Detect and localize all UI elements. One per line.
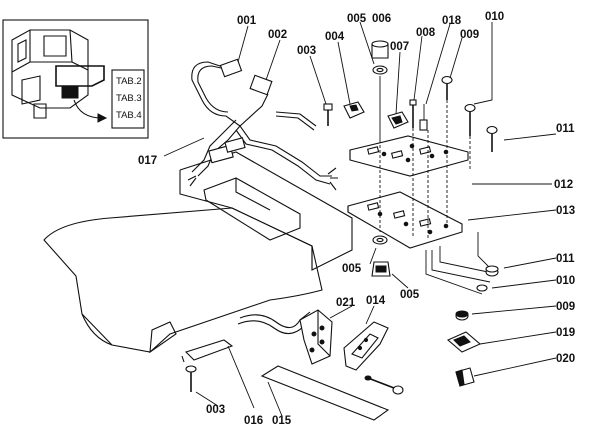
screw-009-top <box>441 75 453 100</box>
callout-004: 004 <box>325 31 345 43</box>
callout-003-top: 003 <box>297 45 316 57</box>
switch-components <box>323 40 498 152</box>
screw-008 <box>409 99 417 128</box>
assembly-guides <box>379 100 493 295</box>
tab-ref-2: TAB.2 <box>116 76 142 87</box>
tab-ref-3: TAB.3 <box>116 93 142 104</box>
callout-008: 008 <box>416 27 436 39</box>
screw-003-top <box>323 103 333 126</box>
handle-014 <box>343 321 389 371</box>
wiring-harness <box>187 58 338 191</box>
seat-console-body <box>43 151 353 354</box>
knob-cap-006 <box>371 40 389 59</box>
callout-011-top: 011 <box>556 123 575 135</box>
panel-012 <box>349 135 469 177</box>
callout-013: 013 <box>556 205 575 217</box>
callout-009-top: 009 <box>460 29 479 41</box>
switch-007 <box>387 111 409 129</box>
callout-001: 001 <box>237 15 257 27</box>
mat-015 <box>260 365 390 421</box>
stud-018 <box>419 104 428 131</box>
callout-015: 015 <box>272 415 292 427</box>
handle-assembly <box>237 309 404 395</box>
knob-005-bottom <box>371 261 391 277</box>
callout-labels: 001 002 003 004 005 006 007 008 018 009 … <box>138 11 575 427</box>
callout-010-top: 010 <box>485 11 504 23</box>
hinge-bracket-021 <box>299 309 333 365</box>
callout-005-top: 005 <box>347 13 367 25</box>
tab-list-box <box>111 69 145 129</box>
inset-machine-overview: TAB.2 TAB.3 TAB.4 <box>2 19 149 139</box>
harness-connector-a <box>219 58 243 78</box>
bolt-003-bottom <box>185 365 197 392</box>
callout-012: 012 <box>554 179 573 191</box>
switch-004 <box>343 101 365 119</box>
leader-lines <box>163 21 557 417</box>
lower-hardware <box>371 235 499 387</box>
bracket-019 <box>446 331 482 353</box>
wire-terminal-left <box>187 175 197 187</box>
callout-010-right: 010 <box>556 275 575 287</box>
screw-010-top <box>464 103 476 136</box>
callout-002: 002 <box>268 29 287 41</box>
callout-018: 018 <box>442 15 462 27</box>
callout-006: 006 <box>372 13 391 25</box>
strap-016 <box>181 339 234 363</box>
callout-020: 020 <box>556 353 575 365</box>
callout-016: 016 <box>244 415 263 427</box>
callout-019: 019 <box>556 327 575 339</box>
washer-009-right <box>455 310 469 321</box>
handle-screw <box>364 375 404 395</box>
panel-013 <box>347 191 463 249</box>
nut-005-top <box>372 65 388 140</box>
tractor-cab-icon <box>11 29 105 119</box>
nut-011-right <box>485 265 499 277</box>
callout-009-right: 009 <box>556 301 575 313</box>
harness-connector-d <box>224 137 246 153</box>
inset-arrow-head <box>97 113 108 123</box>
callout-017: 017 <box>138 155 157 167</box>
inset-frame <box>2 19 149 139</box>
lower-left-parts <box>181 339 390 421</box>
tab-ref-4: TAB.4 <box>116 110 142 121</box>
callout-021: 021 <box>336 297 356 309</box>
harness-connector-b <box>249 74 273 96</box>
clip-020 <box>455 367 475 387</box>
callout-007: 007 <box>390 41 409 53</box>
callout-005-left: 005 <box>342 263 362 275</box>
callout-011-right: 011 <box>556 253 575 265</box>
callout-014: 014 <box>366 295 386 307</box>
nut-005-mid <box>372 235 388 245</box>
nut-010-right <box>476 284 488 292</box>
callout-003-bottom: 003 <box>206 404 225 416</box>
screw-011-top <box>486 125 498 152</box>
wire-terminal-right <box>327 167 338 191</box>
callout-005-right: 005 <box>400 289 420 301</box>
